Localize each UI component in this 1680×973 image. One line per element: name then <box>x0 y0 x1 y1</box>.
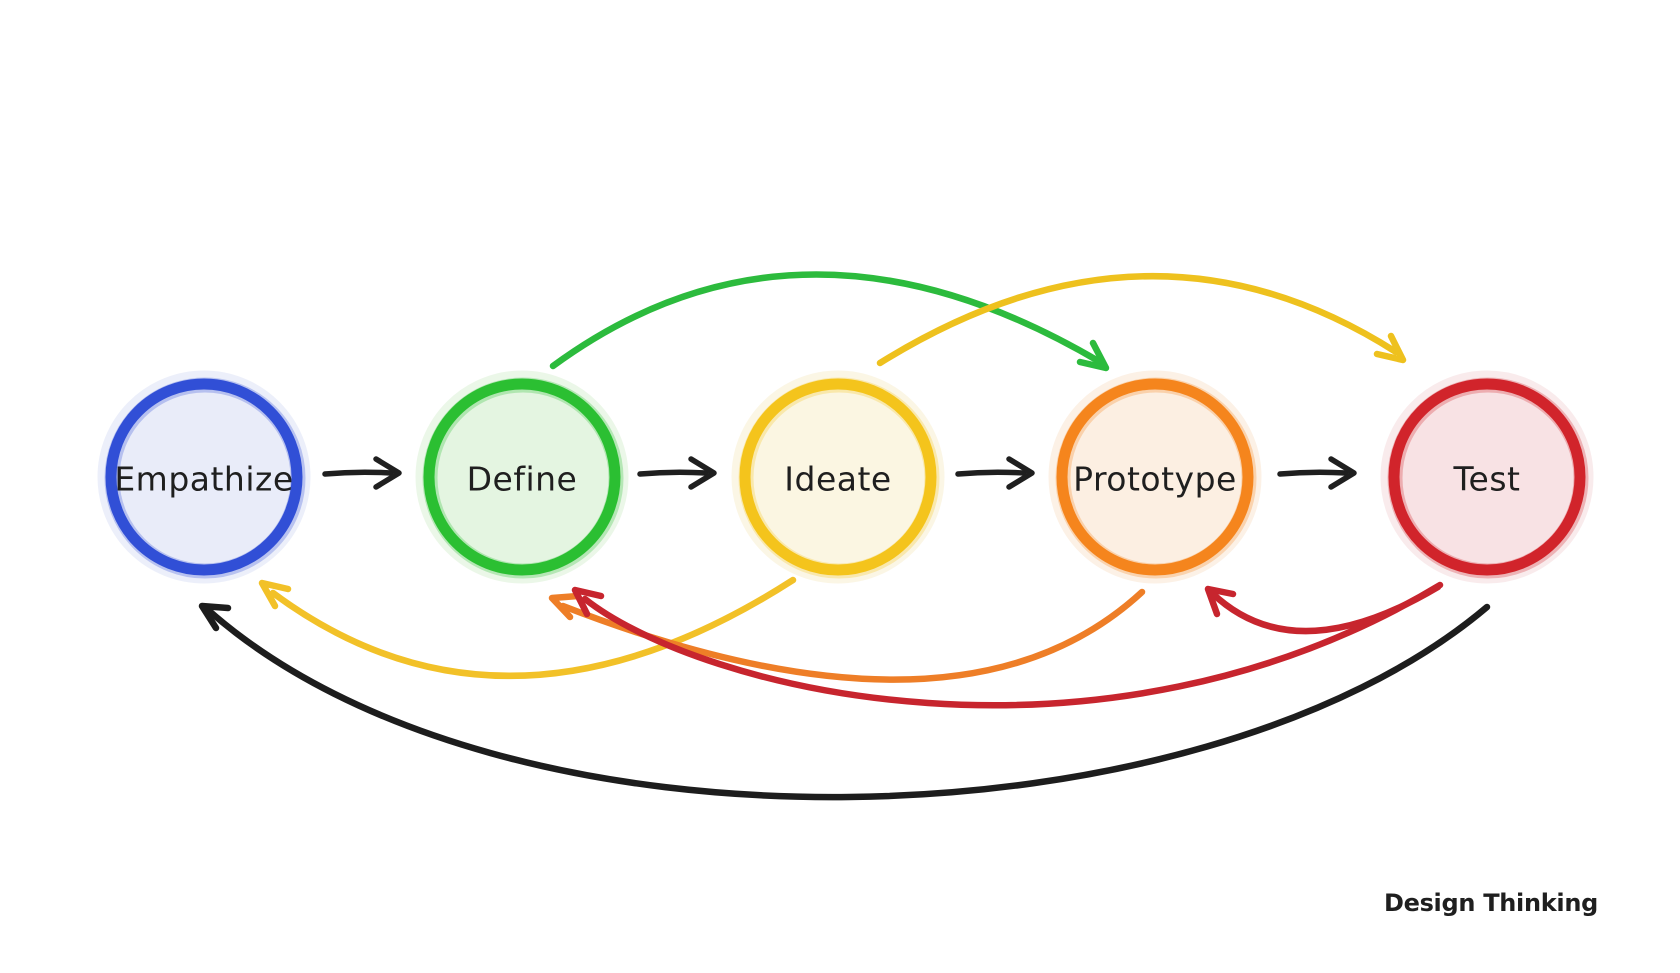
stage-ring-texture <box>422 377 624 579</box>
diagram-title: Design Thinking <box>1384 889 1598 917</box>
stage-empathize: Empathize <box>97 370 311 584</box>
arrow-shaft <box>637 469 709 477</box>
feedback-arrow-test-to-empathize <box>198 602 1491 801</box>
feedback-arrow-prototype-to-define <box>548 588 1146 683</box>
stage-label-define: Define <box>467 460 578 499</box>
arrow-shaft <box>955 469 1027 477</box>
stage-ring-texture <box>1387 377 1589 579</box>
stage-halo <box>97 370 311 584</box>
flow-arrow-prototype-to-test <box>1277 456 1357 490</box>
arrowhead-icon <box>548 592 582 621</box>
stage-halo <box>415 370 629 584</box>
feedback-arrow-ideate-to-empathize <box>258 576 797 680</box>
stage-halo <box>1048 370 1262 584</box>
stage-halo <box>731 370 945 584</box>
feedback-arrow-ideate-to-test <box>876 272 1407 367</box>
stage-define: Define <box>415 370 629 584</box>
arrowhead-icon <box>1076 339 1110 372</box>
arrowhead-icon <box>373 456 402 490</box>
stage-circle-define <box>423 378 621 576</box>
arrowhead-icon <box>1373 332 1407 364</box>
feedback-arrow-test-to-prototype <box>1204 583 1442 635</box>
stage-ring-texture <box>738 377 940 579</box>
arrow-shaft <box>1277 469 1349 477</box>
stage-label-prototype: Prototype <box>1073 460 1237 499</box>
curve-test-to-empathize <box>203 603 1491 801</box>
stage-label-ideate: Ideate <box>784 460 891 499</box>
flow-arrow-define-to-ideate <box>637 456 717 490</box>
stage-label-test: Test <box>1453 460 1521 499</box>
feedback-arrow-test-to-define <box>571 581 1444 709</box>
stage-circle-ideate <box>739 378 937 576</box>
stage-ideate: Ideate <box>731 370 945 584</box>
arrowhead-icon <box>571 586 605 618</box>
arrowhead-icon <box>1006 456 1035 490</box>
arrowhead-icon <box>1328 456 1357 490</box>
curve-test-to-prototype <box>1208 583 1442 635</box>
curve-test-to-define <box>581 581 1444 709</box>
stage-label-empathize: Empathize <box>114 460 293 499</box>
stage-circle-test <box>1388 378 1586 576</box>
curve-define-to-prototype <box>549 271 1104 370</box>
stage-prototype: Prototype <box>1048 370 1262 584</box>
arrowhead-icon <box>198 602 232 632</box>
stage-halo <box>1380 370 1594 584</box>
flow-arrow-empathize-to-define <box>322 456 402 490</box>
arrowhead-icon <box>1204 585 1237 618</box>
feedback-arrow-define-to-prototype <box>549 271 1110 372</box>
stage-ring-texture <box>1055 377 1257 579</box>
arrow-shaft <box>322 469 394 477</box>
stage-circle-prototype <box>1056 378 1254 576</box>
flow-arrow-ideate-to-prototype <box>955 456 1035 490</box>
curve-ideate-to-empathize <box>269 576 797 680</box>
stage-test: Test <box>1380 370 1594 584</box>
arrowhead-icon <box>688 456 717 490</box>
curve-ideate-to-test <box>876 272 1400 367</box>
curve-prototype-to-define <box>559 588 1146 683</box>
stage-ring-texture <box>104 377 306 579</box>
arrowhead-icon <box>258 579 292 610</box>
stage-circle-empathize <box>105 378 303 576</box>
